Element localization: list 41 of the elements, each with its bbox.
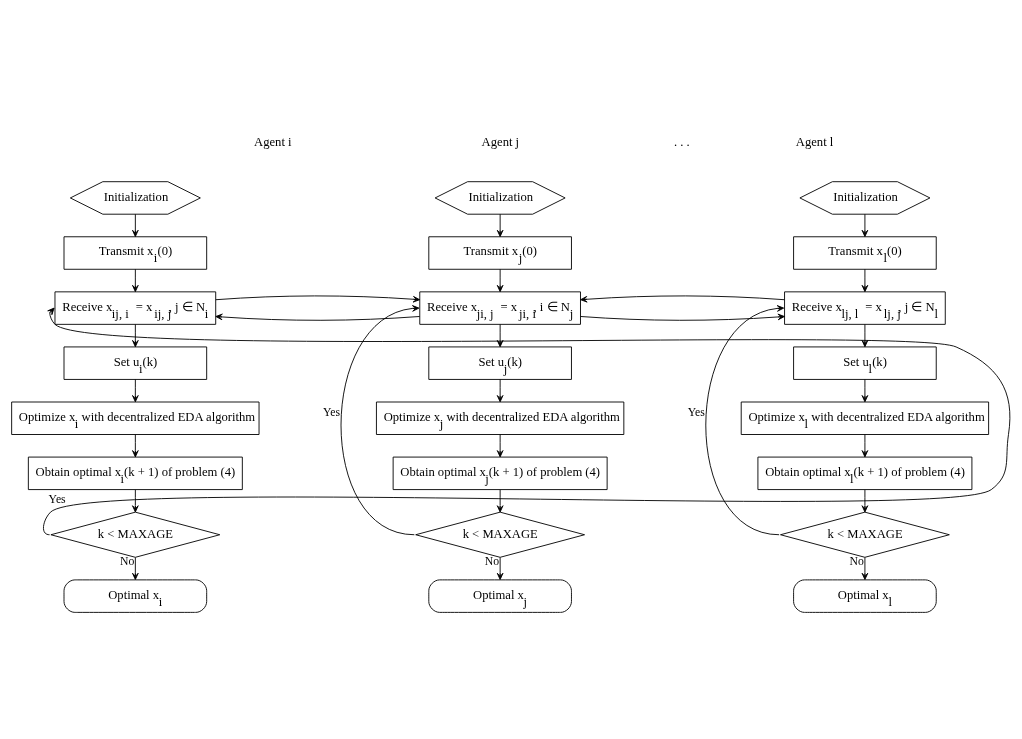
node-diamond: k < MAXAGE	[780, 511, 950, 558]
arrow	[132, 213, 139, 237]
label: Agent j	[481, 135, 520, 150]
arrow	[861, 434, 869, 458]
arrow	[132, 434, 139, 458]
node-diamond: k < MAXAGE	[50, 511, 221, 558]
arrow	[861, 268, 869, 293]
arrow	[132, 379, 139, 403]
edge-label: Yes	[687, 405, 705, 419]
arrow	[861, 323, 869, 348]
arrow	[496, 489, 504, 513]
arrow	[496, 557, 504, 580]
edge-label: Yes	[323, 405, 341, 419]
arrow	[496, 323, 504, 348]
edge-label: No	[849, 555, 864, 569]
arrow	[132, 489, 139, 513]
edge-label: No	[484, 555, 500, 569]
arrow	[580, 295, 785, 303]
arrow	[43, 307, 1011, 536]
arrow	[861, 557, 869, 580]
arrow	[705, 305, 785, 536]
arrow	[215, 313, 421, 321]
arrow	[496, 379, 504, 403]
label: Agent l	[795, 135, 834, 150]
arrow	[496, 213, 504, 237]
edge-label: Yes	[48, 492, 66, 506]
arrow	[132, 268, 139, 293]
label: Agent i	[254, 135, 292, 150]
arrow	[132, 557, 139, 580]
arrow	[340, 305, 420, 536]
arrow	[861, 379, 869, 403]
arrow	[496, 434, 504, 458]
arrow	[215, 295, 421, 303]
arrow	[496, 268, 504, 293]
arrow	[580, 313, 785, 321]
arrow	[861, 213, 869, 237]
node-diamond: k < MAXAGE	[415, 511, 585, 558]
arrow	[861, 489, 869, 513]
arrow	[132, 323, 139, 348]
edge-label: No	[120, 555, 135, 569]
label: . . .	[673, 135, 690, 150]
